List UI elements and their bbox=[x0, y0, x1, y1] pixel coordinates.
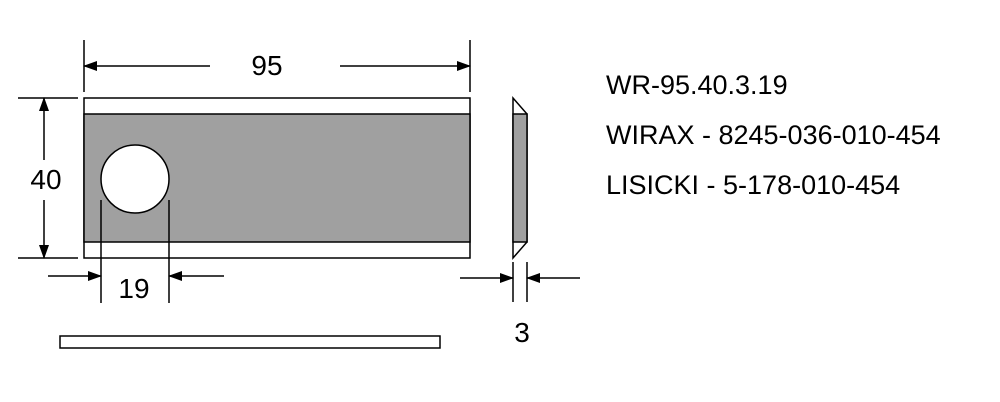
blade-side-view bbox=[512, 96, 528, 260]
width-label: 40 bbox=[30, 164, 61, 195]
side-shaded-face bbox=[512, 113, 528, 243]
blade-front-view bbox=[83, 97, 471, 259]
width-dimension: 40 bbox=[18, 97, 78, 259]
part-codes: WR-95.40.3.19 WIRAX - 8245-036-010-454 L… bbox=[606, 66, 941, 216]
mounting-hole bbox=[100, 144, 170, 214]
thickness-dimension: 3 bbox=[460, 262, 580, 348]
length-dimension: 95 bbox=[83, 40, 471, 92]
hole-offset-label: 19 bbox=[118, 273, 149, 304]
part-code-primary: WR-95.40.3.19 bbox=[606, 70, 788, 100]
blade-top-view bbox=[59, 335, 441, 349]
length-label: 95 bbox=[251, 50, 282, 81]
hole-offset-dimension: 19 bbox=[48, 200, 224, 304]
thickness-label: 3 bbox=[514, 317, 530, 348]
part-code-wirax: WIRAX - 8245-036-010-454 bbox=[606, 120, 941, 150]
part-code-lisicki: LISICKI - 5-178-010-454 bbox=[606, 170, 901, 200]
